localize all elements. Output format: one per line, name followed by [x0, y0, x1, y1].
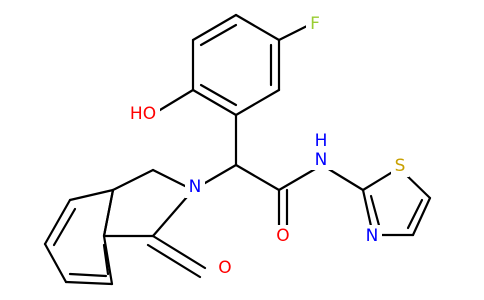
- bond: [191, 13, 238, 42]
- label-bg: [362, 225, 382, 247]
- label-bg: [310, 134, 334, 170]
- bond: [199, 83, 238, 107]
- label-bg: [273, 225, 293, 247]
- bond: [234, 163, 281, 192]
- bond: [191, 88, 238, 117]
- fluorine-label: F: [310, 14, 320, 34]
- bond: [64, 280, 114, 286]
- bond: [406, 198, 424, 230]
- bond: [151, 234, 207, 270]
- bond: [68, 272, 108, 278]
- thiazole-sulfur-label: S: [395, 156, 406, 176]
- bond: [234, 13, 281, 42]
- bond: [411, 196, 432, 237]
- thiazole-nitrogen-label: N: [366, 226, 379, 246]
- bond: [52, 207, 77, 247]
- label-bg: [215, 258, 235, 280]
- amide-oxygen-label: O: [276, 226, 289, 246]
- bond: [234, 88, 281, 117]
- amide-hydrogen-label: H: [315, 131, 328, 151]
- bond: [68, 188, 115, 202]
- bond: [43, 242, 68, 284]
- atom-labels: F HO N O O H N S N: [126, 14, 409, 280]
- label-bg: [391, 155, 409, 177]
- bond: [102, 234, 114, 286]
- bond: [102, 188, 115, 238]
- bond: [199, 23, 238, 47]
- bond: [369, 194, 382, 231]
- label-bg: [126, 104, 160, 124]
- bond: [146, 243, 202, 279]
- bond: [43, 198, 72, 246]
- bond: [111, 168, 155, 192]
- bond: [153, 88, 195, 115]
- hydroxyl-label: HO: [130, 104, 156, 124]
- label-bg: [185, 176, 205, 198]
- label-bg: [306, 14, 324, 34]
- bond: [102, 243, 110, 276]
- isoindolinone-nitrogen-label: N: [189, 177, 202, 197]
- amide-nitrogen-label: N: [315, 150, 328, 170]
- lactam-oxygen-label: O: [218, 258, 231, 278]
